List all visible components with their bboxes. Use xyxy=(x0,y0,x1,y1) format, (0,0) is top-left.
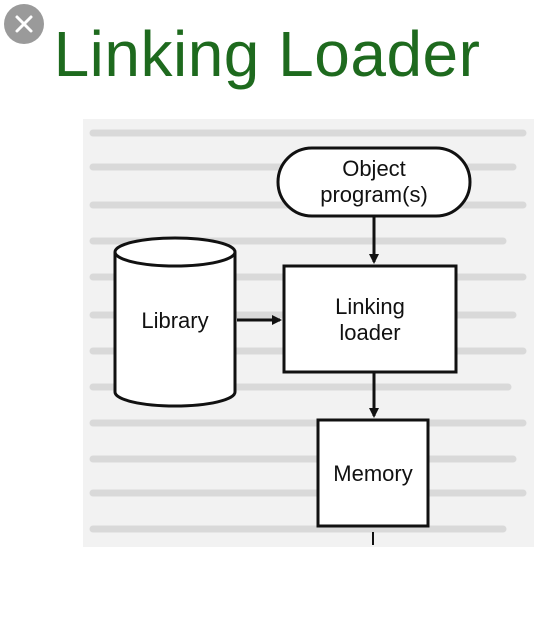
object-program-label-line2: program(s) xyxy=(320,182,428,207)
linking-loader-box: Linking loader xyxy=(282,264,458,374)
memory-box: Memory xyxy=(316,418,430,528)
object-program-box: Object program(s) xyxy=(276,146,472,218)
memory-label: Memory xyxy=(333,461,412,486)
linking-loader-label-line1: Linking xyxy=(335,294,405,319)
object-program-label-line1: Object xyxy=(342,156,406,181)
page-title: Linking Loader xyxy=(53,18,481,90)
library-cylinder: Library xyxy=(113,236,237,408)
close-icon xyxy=(15,15,33,33)
linking-loader-label-line2: loader xyxy=(339,320,400,345)
close-button[interactable] xyxy=(4,4,44,44)
library-label: Library xyxy=(141,308,208,333)
